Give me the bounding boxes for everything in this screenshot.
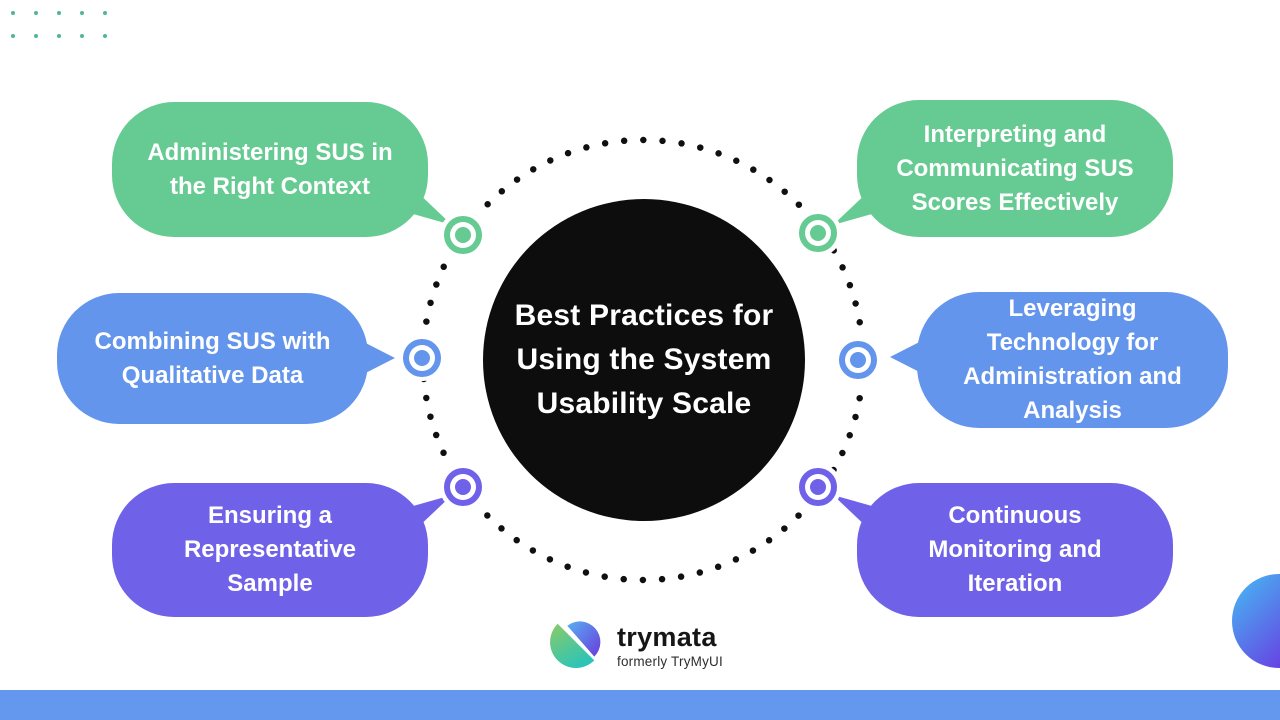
target-icon	[810, 225, 826, 241]
bubble-administering-sus: Administering SUS in the Right Context	[112, 102, 452, 237]
brand-tagline: formerly TryMyUI	[617, 653, 723, 669]
bubble-representative-sample: Ensuring a Representative Sample	[112, 483, 452, 617]
bubble-interpreting-scores: Interpreting and Communicating SUS Score…	[833, 100, 1173, 237]
target-icon	[455, 227, 471, 243]
bubble-label: Combining SUS with Qualitative Data	[94, 327, 331, 389]
center-circle: Best Practices for Using the System Usab…	[483, 199, 805, 521]
target-icon	[810, 479, 826, 495]
bubble-combining-qualitative: Combining SUS with Qualitative Data	[57, 293, 395, 424]
bubble-continuous-monitoring: Continuous Monitoring and Iteration	[833, 483, 1173, 617]
target-icon	[455, 479, 471, 495]
target-icon	[414, 350, 430, 366]
bubble-label: Continuous Monitoring and Iteration	[928, 502, 1102, 597]
decor-bottom-bar	[0, 690, 1280, 720]
trymata-logo-icon	[550, 621, 601, 669]
bubble-label: Interpreting and Communicating SUS Score…	[896, 120, 1134, 216]
bubble-label: Leveraging Technology for Administration…	[963, 295, 1182, 424]
page-title: Best Practices for Using the System Usab…	[514, 299, 774, 420]
brand-footer: trymata formerly TryMyUI	[546, 618, 723, 672]
decor-dot-grid	[11, 11, 107, 38]
target-icon	[850, 352, 866, 368]
bubble-leveraging-technology: Leveraging Technology for Administration…	[890, 292, 1228, 428]
brand-name: trymata	[617, 621, 717, 652]
bubble-label: Ensuring a Representative Sample	[183, 502, 357, 597]
bubble-label: Administering SUS in the Right Context	[147, 138, 393, 200]
